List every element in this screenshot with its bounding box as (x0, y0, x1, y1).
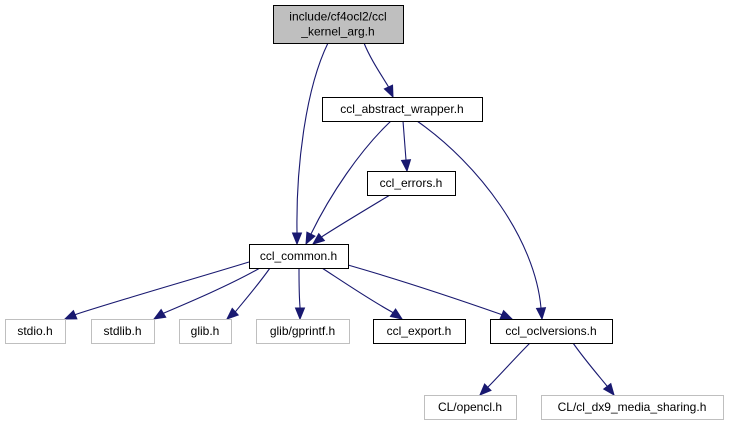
edge-common-to-gprintf (294, 267, 306, 321)
edge-common-to-stdio (63, 261, 250, 320)
node-box (273, 5, 404, 44)
arrowhead-icon (305, 231, 316, 246)
edge-common-to-glib (226, 267, 271, 320)
arrowhead-icon (63, 309, 78, 320)
node-oclversions[interactable]: ccl_oclversions.h (490, 319, 613, 344)
edge-line (226, 267, 271, 320)
node-label: glib/gprintf.h (270, 324, 335, 338)
node-label: glib.h (191, 324, 220, 338)
arrowhead-icon (291, 232, 303, 246)
node-label: _kernel_arg.h (300, 25, 374, 39)
arrowhead-icon (152, 308, 167, 320)
nodes-layer: include/cf4ocl2/ccl_kernel_arg.h ccl_abst… (5, 5, 724, 420)
edge-common-to-export (321, 267, 404, 320)
node-common[interactable]: ccl_common.h (249, 244, 349, 269)
edge-root-to-abstract_wrapper (363, 42, 394, 99)
edge-line (363, 42, 394, 98)
edge-abstract_wrapper-to-errors (400, 120, 412, 173)
node-label: CL/cl_dx9_media_sharing.h (558, 400, 707, 414)
node-box (424, 395, 517, 420)
node-errors[interactable]: ccl_errors.h (367, 171, 456, 196)
node-label: include/cf4ocl2/ccl (289, 10, 386, 24)
node-export[interactable]: ccl_export.h (373, 319, 466, 344)
arrowhead-icon (311, 232, 326, 245)
node-stdlib: stdlib.h (91, 319, 155, 344)
edge-line (312, 194, 391, 245)
edge-line (64, 261, 250, 320)
edge-line (321, 267, 403, 320)
node-box (490, 319, 613, 344)
arrowhead-icon (226, 307, 240, 320)
edge-abstract_wrapper-to-oclversions (416, 120, 547, 321)
node-label: ccl_common.h (260, 249, 337, 263)
node-abstract_wrapper[interactable]: ccl_abstract_wrapper.h (322, 97, 483, 122)
arrowhead-icon (535, 307, 547, 321)
arrowhead-icon (389, 308, 404, 320)
arrowhead-icon (602, 382, 615, 397)
node-label: ccl_abstract_wrapper.h (340, 102, 463, 116)
node-label: ccl_errors.h (380, 176, 443, 190)
node-label: stdio.h (17, 324, 52, 338)
node-box (373, 319, 466, 344)
node-root[interactable]: include/cf4ocl2/ccl_kernel_arg.h (273, 5, 404, 44)
node-dx9: CL/cl_dx9_media_sharing.h (541, 395, 724, 420)
edge-line (347, 264, 513, 320)
node-label: ccl_export.h (387, 324, 452, 338)
edge-common-to-stdlib (152, 267, 261, 320)
arrowhead-icon (479, 383, 492, 396)
edge-line (296, 42, 329, 244)
node-box (367, 171, 456, 196)
arrowhead-icon (383, 84, 394, 99)
node-label: CL/opencl.h (438, 400, 502, 414)
edge-errors-to-common (311, 194, 391, 245)
arrowhead-icon (499, 309, 514, 320)
edge-line (305, 120, 392, 245)
node-label: stdlib.h (103, 324, 141, 338)
node-box (179, 319, 232, 344)
node-box (5, 319, 66, 344)
node-box (256, 319, 350, 344)
node-label: ccl_oclversions.h (505, 324, 596, 338)
edge-line (153, 267, 261, 320)
node-glib: glib.h (179, 319, 232, 344)
edge-common-to-oclversions (347, 264, 514, 320)
node-box (91, 319, 155, 344)
edge-line (416, 120, 543, 320)
edge-line (298, 267, 301, 319)
node-gprintf: glib/gprintf.h (256, 319, 350, 344)
node-stdio: stdio.h (5, 319, 66, 344)
edge-oclversions-to-dx9 (572, 342, 615, 397)
node-box (249, 244, 349, 269)
node-box (541, 395, 724, 420)
arrowhead-icon (294, 307, 306, 321)
edge-oclversions-to-opencl (479, 342, 531, 396)
node-box (322, 97, 483, 122)
edges-layer (63, 42, 615, 397)
edge-root-to-common (291, 42, 329, 246)
edge-abstract_wrapper-to-common (305, 120, 392, 246)
arrowhead-icon (400, 159, 412, 173)
node-opencl: CL/opencl.h (424, 395, 517, 420)
